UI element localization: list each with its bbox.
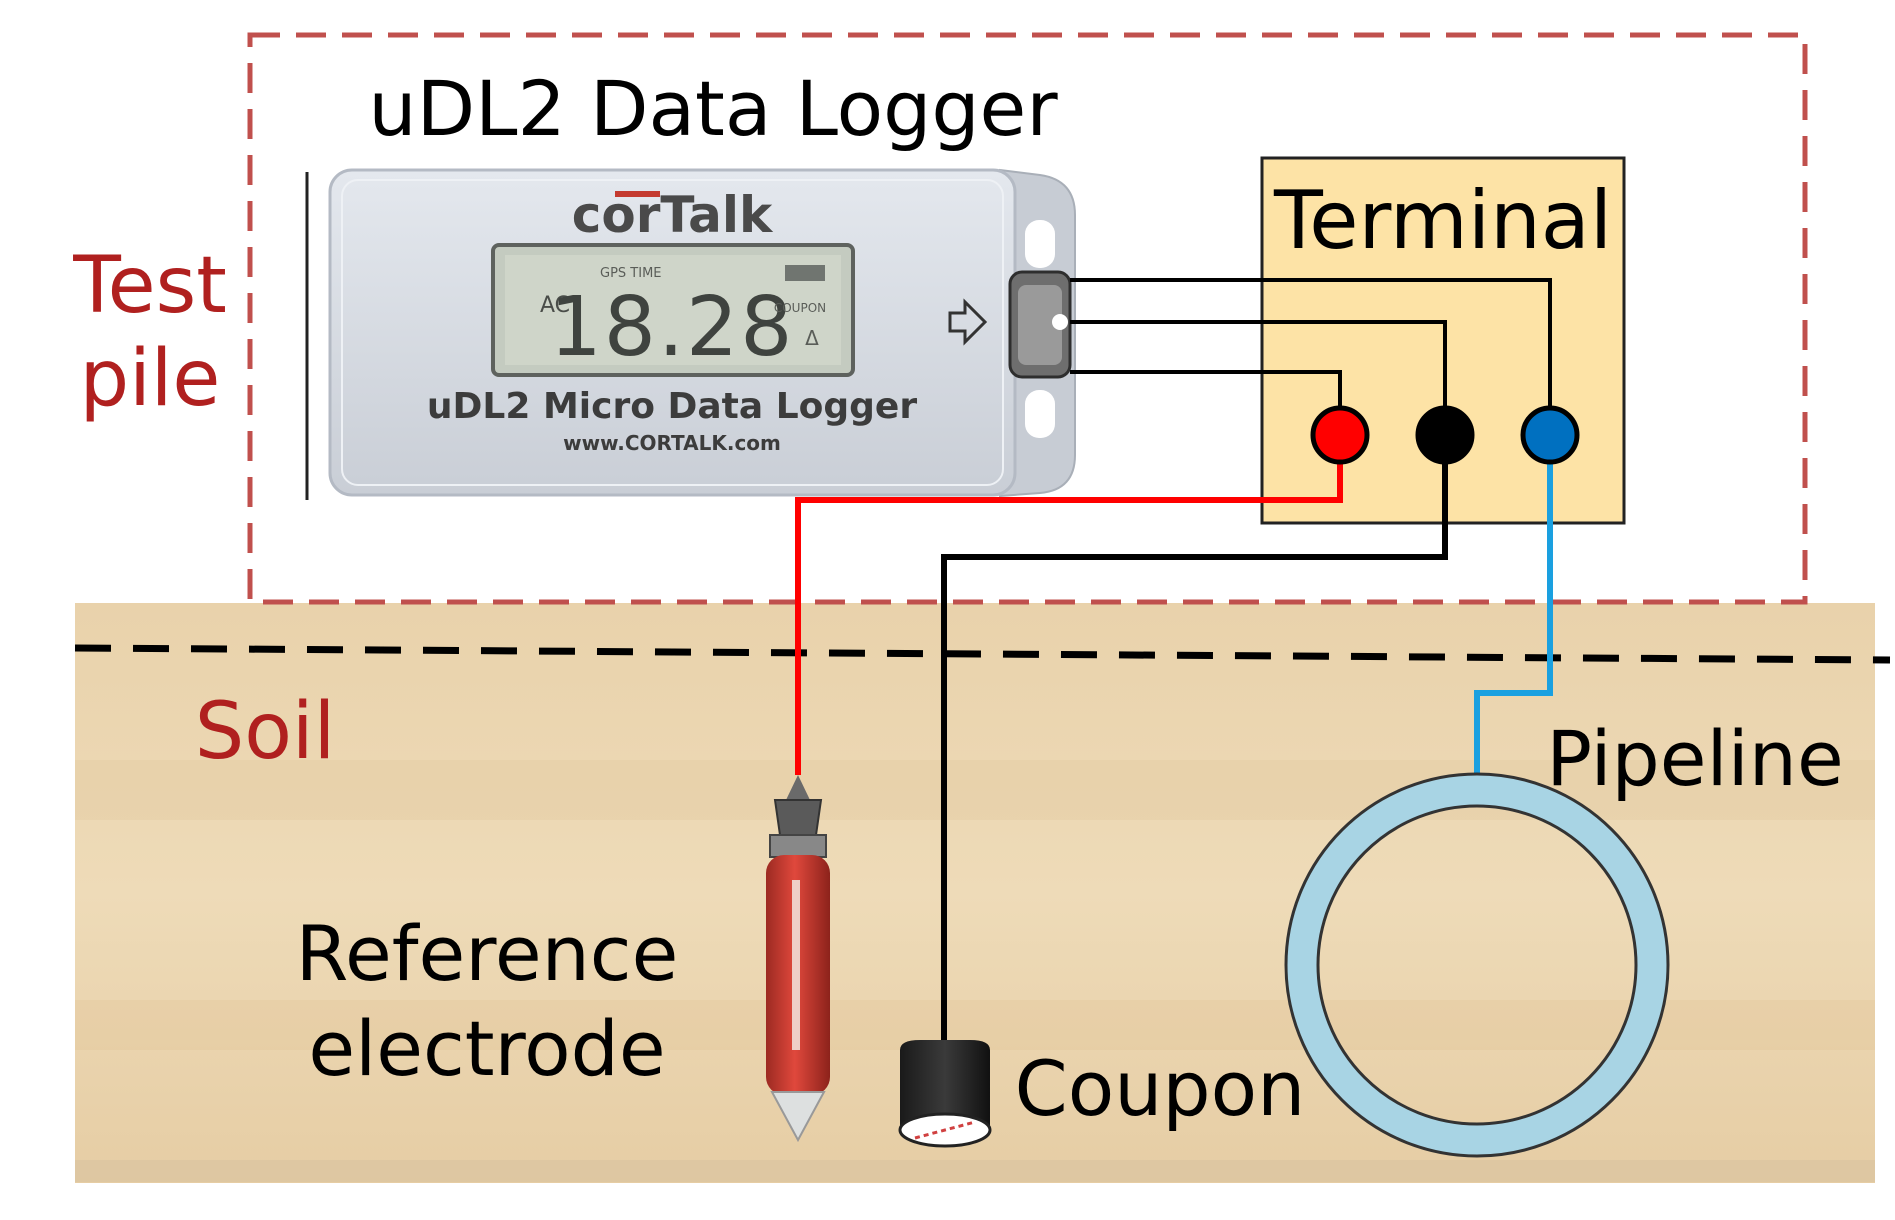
data-logger-device: corTalk AC GPS TIME 18.28 COUPON Δ uDL2 … <box>328 168 1076 498</box>
wire-black-to-coupon <box>941 435 1448 1040</box>
lcd-top-tags: GPS TIME <box>600 266 662 281</box>
lcd-left-tag: AC <box>540 293 570 318</box>
test-pile-label-line1: Test <box>72 241 227 331</box>
test-pile-label-line2: pile <box>80 334 221 424</box>
reference-electrode <box>766 775 830 1143</box>
wire-connector-to-blue-terminal <box>1070 278 1552 435</box>
lcd-right-tag: COUPON <box>774 301 826 315</box>
wire-red-to-reference-electrode <box>795 435 1343 775</box>
lcd-unit: Δ <box>805 326 819 350</box>
red-terminal-post <box>1310 405 1370 465</box>
soil-bottom-edge <box>75 1160 1875 1182</box>
pipeline <box>1286 774 1668 1156</box>
pipeline-outer-edge <box>1284 772 1670 1158</box>
ground-line <box>74 644 1891 664</box>
device-url: www.CORTALK.com <box>563 431 781 455</box>
black-terminal-post <box>1415 405 1475 465</box>
device-brand: corTalk <box>572 186 774 244</box>
pipeline-label: Pipeline <box>1546 714 1843 803</box>
lcd-reading: 18.28 <box>550 280 795 375</box>
wire-blue-to-pipeline <box>1474 435 1553 775</box>
logger-title: uDL2 Data Logger <box>368 64 1058 153</box>
reference-label-line1: Reference <box>296 909 679 998</box>
test-pile-box <box>247 32 1808 605</box>
wire-connector-to-black-terminal <box>1070 320 1447 435</box>
coupon-label: Coupon <box>1015 1044 1306 1133</box>
device-model: uDL2 Micro Data Logger <box>427 386 917 427</box>
terminal-label: Terminal <box>1273 174 1612 267</box>
pipeline-inner-edge <box>1316 804 1638 1126</box>
coupon <box>898 1040 992 1148</box>
reference-label-line2: electrode <box>308 1004 665 1093</box>
soil-label: Soil <box>195 687 336 777</box>
blue-terminal-post <box>1520 405 1580 465</box>
arrow-icon <box>948 298 988 346</box>
